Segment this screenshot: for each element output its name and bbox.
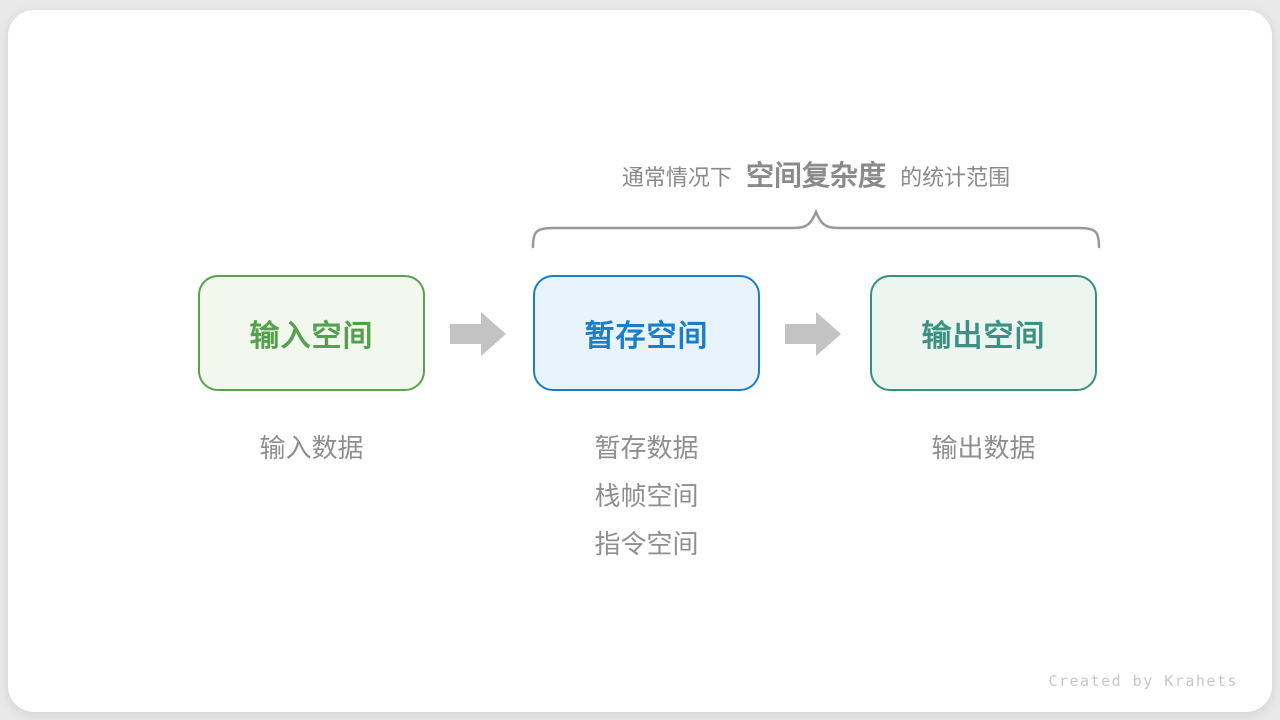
- arrow-right-icon: [450, 312, 506, 356]
- box-temp-space-label: 暂存空间: [584, 320, 709, 353]
- note-line: 指令空间: [594, 529, 699, 559]
- box-temp-space: 暂存空间: [533, 275, 760, 391]
- caption: 通常情况下 空间复杂度 的统计范围: [471, 154, 1161, 194]
- top-curly-brace-icon: [531, 208, 1101, 249]
- diagram-card: 通常情况下 空间复杂度 的统计范围 输入空间 暂存空间 输出空间 输入数据 暂存…: [8, 10, 1272, 712]
- note-line: 输出数据: [931, 433, 1036, 463]
- note-line: 输入数据: [259, 433, 364, 463]
- notes-output-space: 输出数据: [870, 424, 1097, 472]
- notes-input-space: 输入数据: [198, 424, 425, 472]
- notes-temp-space: 暂存数据 栈帧空间 指令空间: [533, 424, 760, 568]
- box-output-space-label: 输出空间: [921, 320, 1046, 353]
- caption-highlight: 空间复杂度: [745, 160, 886, 191]
- box-output-space: 输出空间: [870, 275, 1097, 391]
- box-input-space-label: 输入空间: [249, 320, 374, 353]
- arrow-right-icon: [785, 312, 841, 356]
- note-line: 暂存数据: [594, 433, 699, 463]
- credit-text: Created by Krahets: [1048, 672, 1238, 690]
- box-input-space: 输入空间: [198, 275, 425, 391]
- caption-prefix: 通常情况下: [621, 165, 732, 190]
- caption-suffix: 的统计范围: [900, 165, 1011, 190]
- note-line: 栈帧空间: [594, 481, 699, 511]
